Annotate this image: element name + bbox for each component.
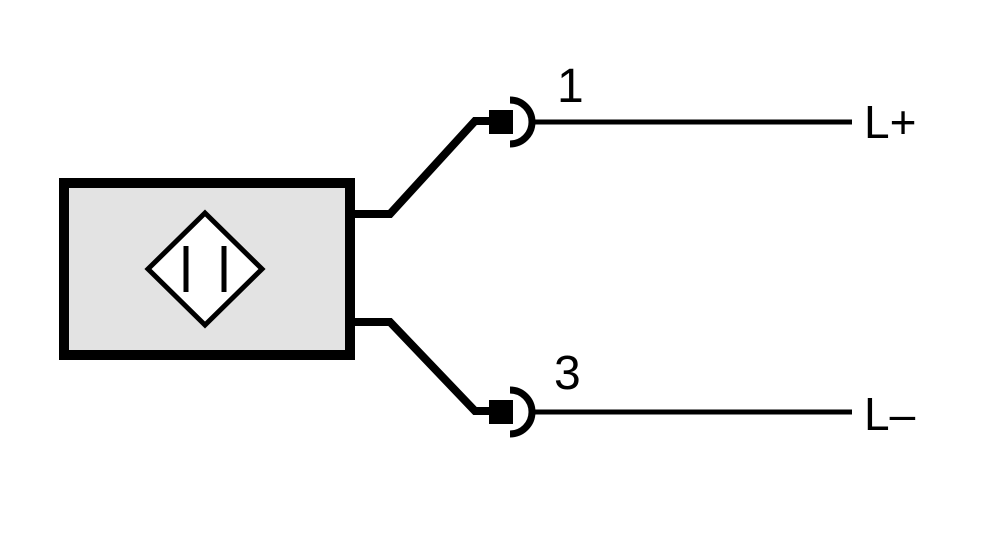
- terminal-label-l-plus: L+: [864, 96, 916, 148]
- wire-pin-1: [350, 117, 492, 218]
- proximity-sensor-symbol-icon: [144, 209, 266, 329]
- connector-pin-1-icon: [489, 96, 536, 148]
- wire-pin-3: [350, 318, 492, 415]
- connector-pin-3-icon: [489, 386, 536, 438]
- terminal-label-l-minus: L–: [864, 388, 916, 440]
- pin-label-3: 3: [554, 347, 581, 400]
- pin-label-1: 1: [557, 60, 584, 113]
